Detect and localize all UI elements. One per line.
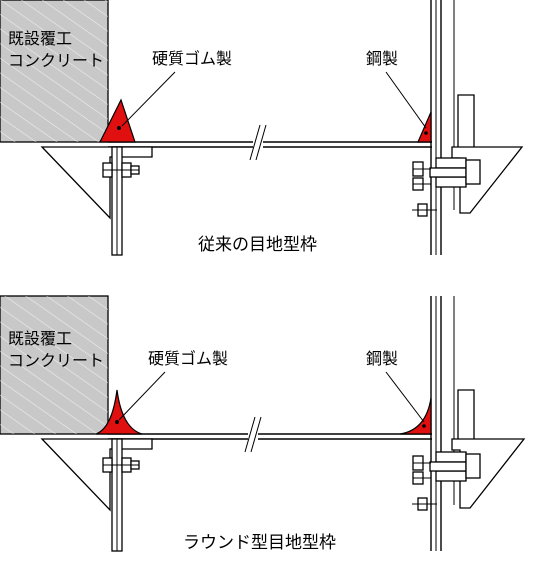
form-plate — [108, 124, 432, 161]
steel-leader — [385, 371, 425, 423]
left-bolt — [102, 162, 140, 178]
concrete-label-line2: コンクリート — [8, 351, 104, 370]
rubber-leader — [118, 371, 166, 421]
left-bracket — [40, 146, 153, 220]
steel-leader — [385, 71, 427, 129]
top-panel: 既設覆工 コンクリート 硬質ゴム製 — [0, 0, 524, 256]
rubber-leader — [121, 71, 176, 127]
bottom-caption: ラウンド型目地型枠 — [183, 533, 336, 553]
concrete-label-line1: 既設覆工 — [8, 329, 72, 348]
right-steel-structure — [412, 0, 524, 255]
top-caption: 従来の目地型枠 — [198, 235, 317, 255]
rubber-label: 硬質ゴム製 — [148, 349, 228, 368]
steel-fillet — [417, 111, 432, 143]
rubber-fillet-round — [95, 389, 143, 435]
break-mark — [249, 124, 261, 161]
steel-label: 鋼製 — [366, 49, 398, 68]
form-plate — [108, 416, 432, 453]
steel-fillet-round — [399, 397, 432, 435]
break-mark — [244, 416, 256, 453]
concrete-label-line2: コンクリート — [8, 51, 104, 70]
left-bracket — [40, 438, 153, 512]
right-steel-structure — [412, 296, 526, 551]
rubber-fillet — [99, 98, 136, 143]
concrete-label-line1: 既設覆工 — [8, 29, 72, 48]
bottom-panel: 既設覆工 コンクリート 硬質ゴム製 — [0, 295, 526, 553]
steel-label: 鋼製 — [366, 349, 398, 368]
left-bolt — [102, 457, 140, 473]
rubber-label: 硬質ゴム製 — [152, 49, 232, 68]
